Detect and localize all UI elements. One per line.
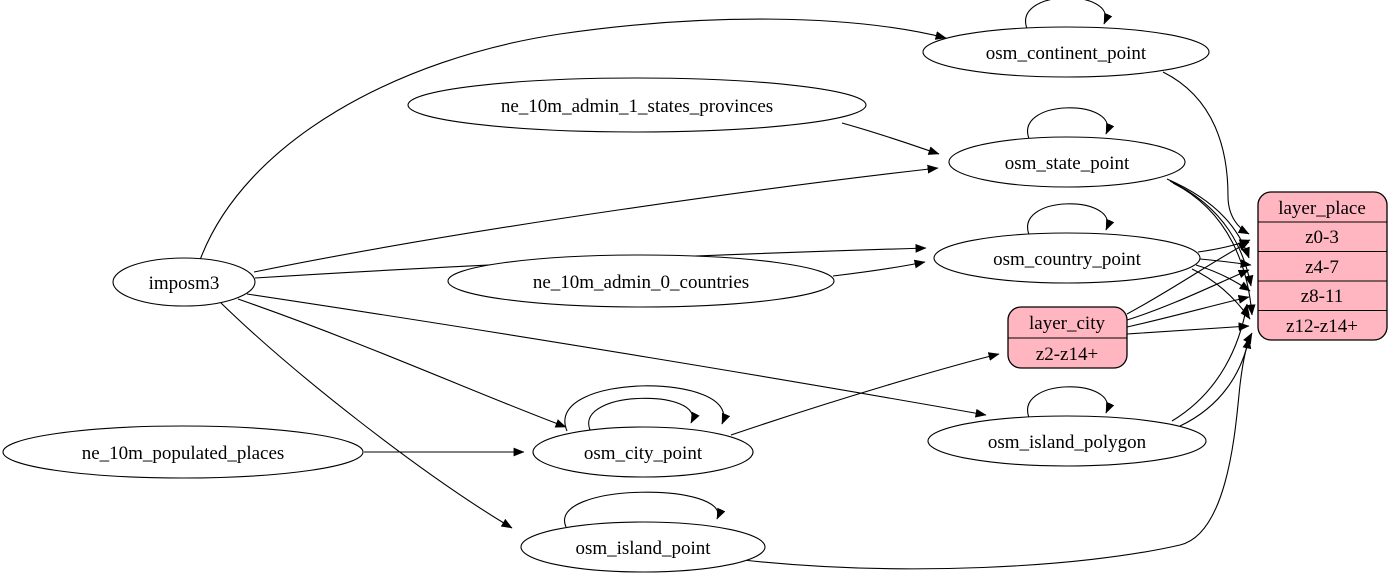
edge-osm_city_point-layer_city-z2 [730,352,1000,436]
selfloop-osm_city_point-inner [588,397,700,431]
edge-osm_continent_point-layer_place-z0-3 [1162,71,1250,235]
edge-layer_city-layer_place-z12-z14 [1126,322,1250,335]
node-osm_continent_point: osm_continent_point [922,26,1210,78]
node-osm_city_point: osm_city_point [532,426,754,478]
node-osm_state_point-shape [948,136,1186,188]
node-osm_country_point: osm_country_point [933,232,1201,284]
node-osm_island_polygon: osm_island_polygon [927,415,1207,467]
edge-imposm3-osm_island_polygon [246,293,987,418]
edge-ne_10m_admin_1_states_provinces-osm_state_point [841,122,940,155]
edge-osm_country_point-layer_place-z0-3 [1197,239,1251,253]
node-ne_10m_admin_1_states_provinces: ne_10m_admin_1_states_provinces [407,77,867,133]
selfloop-osm_island_polygon [1027,386,1115,421]
selfloop-osm_continent_point [1025,0,1113,32]
node-osm_island_point-shape [520,521,766,573]
layer_place-row-z4-7: z4-7 [1305,257,1339,278]
edge-layer_city-layer_place-z4-7 [1126,269,1250,321]
edge-osm_island_polygon-layer_place-z8-11 [1171,303,1250,422]
edge-osm_country_point-layer_place-z8-11 [1195,264,1251,292]
selfloop-osm_state_point [1027,107,1115,142]
node-osm_continent_point-label: osm_continent_point [986,43,1147,64]
layer_place-row-z12-z14: z12-z14+ [1286,316,1358,337]
nodes-layer: imposm3 ne_10m_admin_1_states_provinces … [2,26,1388,573]
node-ne_10m_populated_places-label: ne_10m_populated_places [82,443,285,464]
node-layer_city: layer_city z2-z14+ [1007,306,1128,369]
node-osm_island_polygon-label: osm_island_polygon [988,432,1147,453]
node-osm_city_point-label: osm_city_point [584,443,703,464]
node-osm_country_point-shape [933,232,1201,284]
node-layer_place-shape [1257,191,1388,341]
node-osm_city_point-shape [532,426,754,478]
layer_city-row-z2-z14: z2-z14+ [1036,344,1098,365]
node-imposm3-shape [112,257,256,307]
node-osm_island_polygon-shape [927,415,1207,467]
node-ne_10m_admin_0_countries-shape [447,254,835,308]
node-imposm3-label: imposm3 [149,273,220,294]
edges-layer [199,0,1256,570]
node-osm_country_point-label: osm_country_point [993,249,1141,270]
node-osm_island_point-label: osm_island_point [575,538,711,559]
node-osm_state_point: osm_state_point [948,136,1186,188]
node-ne_10m_admin_1_states_provinces-shape [407,77,867,133]
node-osm_continent_point-shape [922,26,1210,78]
edge-imposm3-osm_city_point [237,298,567,428]
selfloop-osm_city_point-outer [564,385,731,432]
node-imposm3: imposm3 [112,257,256,307]
edge-imposm3-osm_state_point [253,164,939,273]
edge-osm_country_point-layer_place-z12-z14 [1191,268,1251,320]
edge-ne_10m_admin_0_countries-osm_country_point [832,259,926,277]
edge-layer_city-layer_place-z0-3 [1126,241,1250,315]
node-osm_state_point-label: osm_state_point [1005,153,1130,174]
selfloop-osm_island_point [564,491,726,528]
layer_place-title: layer_place [1278,198,1366,219]
edge-osm_state_point-layer_place-z12-z14 [1172,182,1256,316]
edge-osm_country_point-layer_place-z4-7 [1199,258,1252,268]
node-layer_place: layer_place z0-3 z4-7 z8-11 z12-z14+ [1257,191,1388,341]
layer_place-row-z8-11: z8-11 [1301,286,1344,307]
edge-layer_city-layer_place-z8-11 [1126,295,1250,328]
selfloop-osm_country_point [1027,203,1115,238]
edge-imposm3-osm_island_point [220,302,513,529]
node-ne_10m_populated_places-shape [2,425,364,479]
edge-imposm3-osm_continent_point [199,18,947,261]
edge-osm_island_point-layer_place-z12-z14 [742,332,1253,570]
layer_city-title: layer_city [1029,313,1105,334]
node-ne_10m_admin_1_states_provinces-label: ne_10m_admin_1_states_provinces [501,96,773,117]
node-ne_10m_admin_0_countries-label: ne_10m_admin_0_countries [533,272,749,293]
node-ne_10m_admin_0_countries: ne_10m_admin_0_countries [447,254,835,308]
node-osm_island_point: osm_island_point [520,521,766,573]
node-ne_10m_populated_places: ne_10m_populated_places [2,425,364,479]
layer_place-row-z0-3: z0-3 [1305,227,1339,248]
